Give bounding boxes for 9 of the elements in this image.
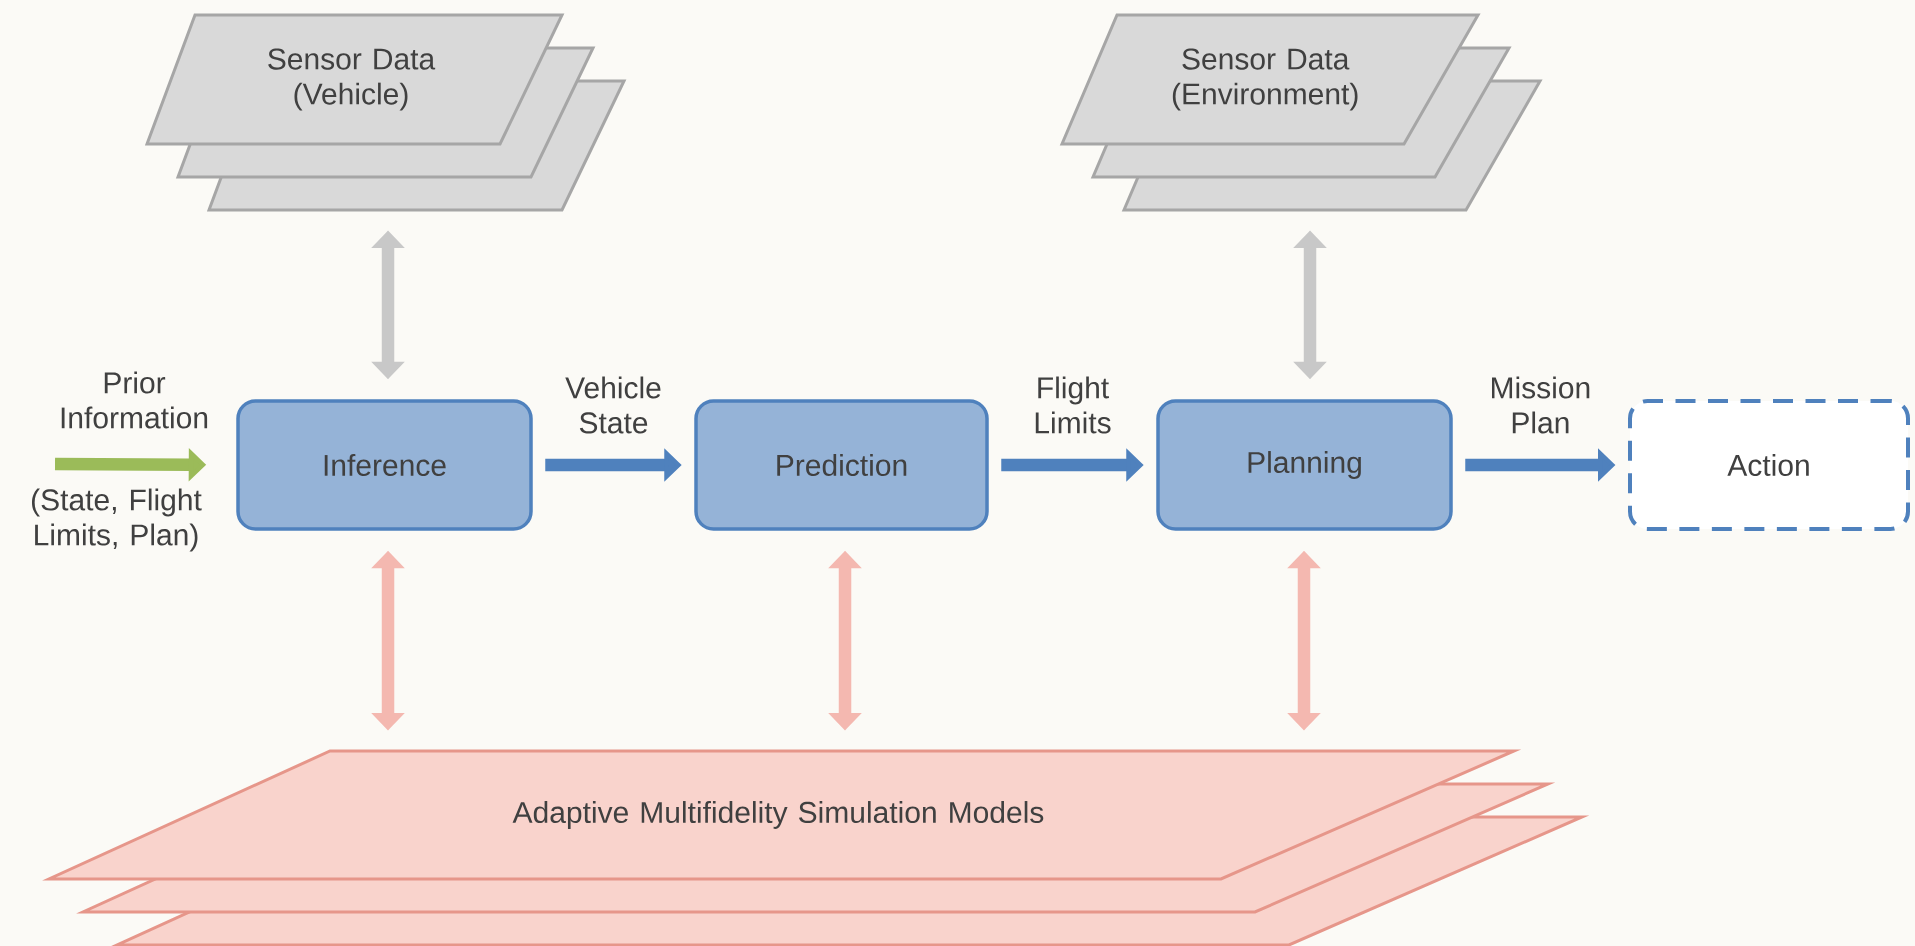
edge-label: Vehicle State [565, 376, 661, 434]
process-box: Inference [236, 399, 533, 531]
dashed-box: Action [1628, 399, 1910, 531]
process-box: Prediction [694, 399, 989, 531]
side-note: (State, Flight Limits, Plan) [32, 488, 202, 552]
edge-label: Mission Plan [1492, 376, 1590, 434]
edge-label: Flight Limits [1035, 376, 1111, 434]
side-note: Prior Information [61, 371, 208, 429]
process-box: Planning [1156, 399, 1453, 531]
